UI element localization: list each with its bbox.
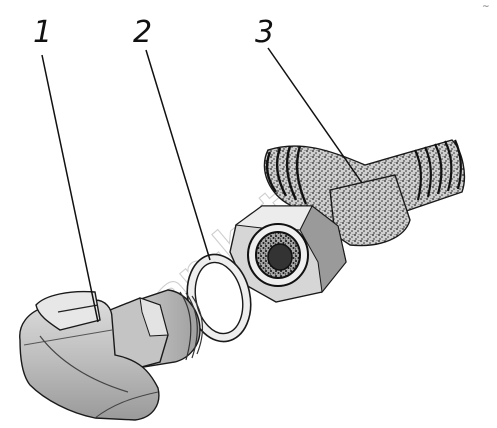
part-1-wing-plug <box>19 289 203 421</box>
callout-label-1: 1 <box>33 15 52 50</box>
part-3-tee-fitting <box>229 139 466 303</box>
leader-line-1 <box>41 54 99 323</box>
corner-mark: ~ <box>482 2 490 12</box>
callout-label-2: 2 <box>133 15 152 50</box>
callout-label-3: 3 <box>255 15 274 50</box>
leader-line-3 <box>267 47 363 184</box>
leader-lines <box>41 47 363 323</box>
leader-line-2 <box>145 49 211 261</box>
